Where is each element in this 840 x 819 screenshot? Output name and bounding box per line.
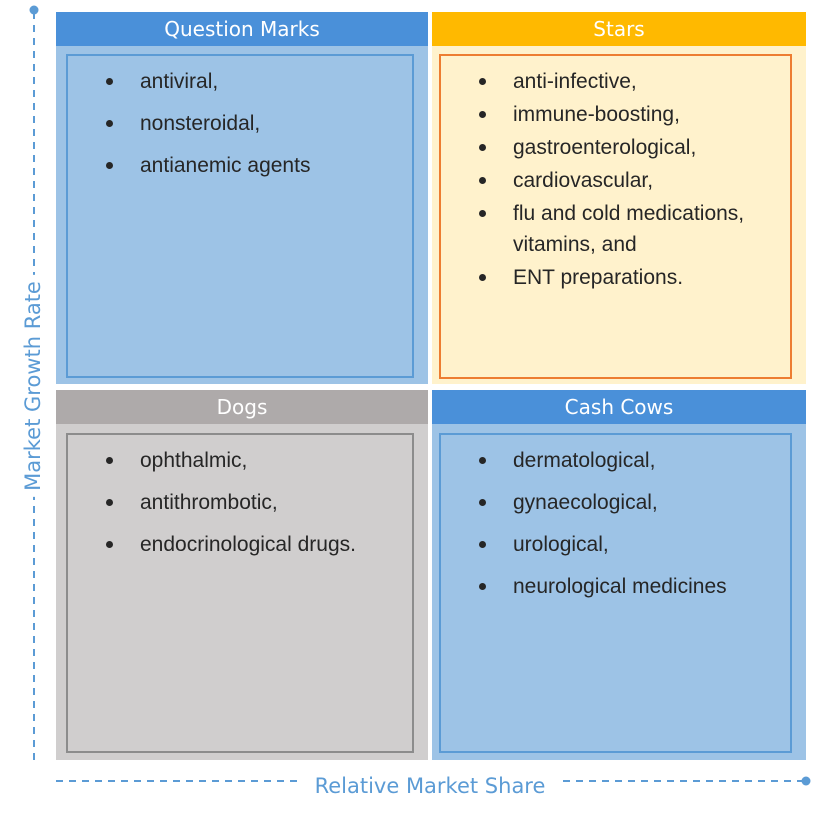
list-item: neurological medicines bbox=[441, 571, 790, 602]
quadrant-content-box: dermatological, gynaecological, urological… bbox=[439, 433, 792, 753]
quadrant-title: Dogs bbox=[56, 390, 428, 424]
list-item: anti-infective, bbox=[441, 66, 790, 97]
list-item: antianemic agents bbox=[68, 150, 412, 181]
quadrant-title: Stars bbox=[432, 12, 806, 46]
quadrant-content-box: ophthalmic, antithrombotic, endocrinologic… bbox=[66, 433, 414, 753]
list-item: ENT preparations. bbox=[441, 262, 790, 293]
list-item: cardiovascular, bbox=[441, 165, 790, 196]
list-item: endocrinological drugs. bbox=[68, 529, 412, 560]
quadrant-content-box: anti-infective,immune-boosting,gastroent… bbox=[439, 54, 792, 379]
y-axis-label: Market Growth Rate bbox=[21, 275, 45, 497]
list-item: antithrombotic, bbox=[68, 487, 412, 518]
quadrant-cash-cows: Cash Cows dermatological, gynaecological,… bbox=[432, 390, 806, 760]
y-axis-endpoint bbox=[29, 5, 39, 15]
quadrant-question-marks: Question Marks antiviral,nonsteroidal,an… bbox=[56, 12, 428, 384]
quadrant-stars: Stars anti-infective,immune-boosting,gas… bbox=[432, 12, 806, 384]
item-list: dermatological, gynaecological, urological… bbox=[441, 445, 790, 602]
x-axis-endpoint bbox=[801, 776, 811, 786]
item-list: ophthalmic, antithrombotic, endocrinologic… bbox=[68, 445, 412, 560]
item-list: antiviral, nonsteroidal, antianemic agents bbox=[68, 66, 412, 181]
quadrant-title: Cash Cows bbox=[432, 390, 806, 424]
list-item: ophthalmic, bbox=[68, 445, 412, 476]
quadrant-title: Question Marks bbox=[56, 12, 428, 46]
list-item: nonsteroidal, bbox=[68, 108, 412, 139]
list-item: gastroenterological, bbox=[441, 132, 790, 163]
x-axis-label: Relative Market Share bbox=[297, 770, 563, 802]
item-list: anti-infective,immune-boosting,gastroent… bbox=[441, 66, 790, 293]
list-item: immune-boosting, bbox=[441, 99, 790, 130]
list-item: antiviral, bbox=[68, 66, 412, 97]
list-item: urological, bbox=[441, 529, 790, 560]
list-item: gynaecological, bbox=[441, 487, 790, 518]
quadrant-content-box: antiviral, nonsteroidal, antianemic agents bbox=[66, 54, 414, 378]
quadrant-dogs: Dogs ophthalmic, antithrombotic, endocrino… bbox=[56, 390, 428, 760]
list-item: flu and cold medications, vitamins, and bbox=[441, 198, 790, 260]
list-item: dermatological, bbox=[441, 445, 790, 476]
